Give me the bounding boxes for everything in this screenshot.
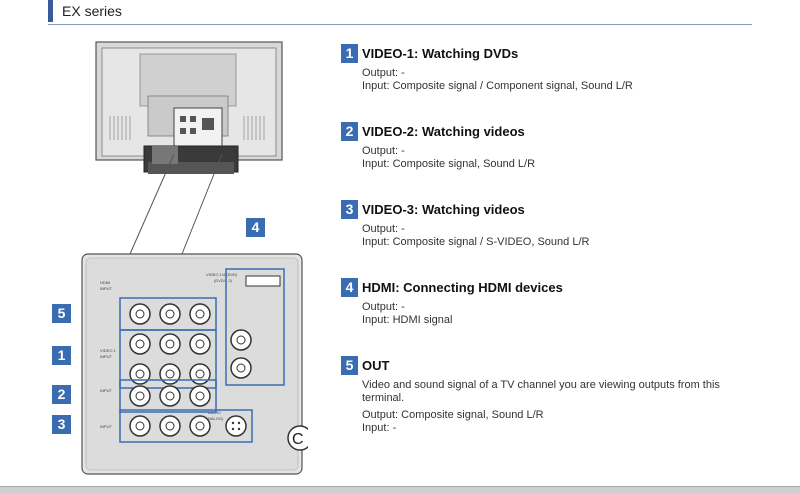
item-output: Output: Composite signal, Sound L/R — [362, 409, 544, 421]
item-output: Output: - — [362, 145, 405, 157]
header-accent-bar — [48, 0, 53, 22]
item-heading: VIDEO-2: Watching videos — [362, 124, 525, 139]
svg-text:VIDEO 1: VIDEO 1 — [100, 348, 117, 353]
callout-badge-3: 3 — [52, 415, 71, 434]
footer-divider — [0, 486, 800, 493]
item-heading: VIDEO-3: Watching videos — [362, 202, 525, 217]
item-input: Input: - — [362, 422, 397, 434]
svg-text:INPUT: INPUT — [100, 354, 113, 359]
item-heading: VIDEO-1: Watching DVDs — [362, 46, 519, 61]
callout-badge-5: 5 — [52, 304, 71, 323]
item-input: Input: Composite signal / Component sign… — [362, 80, 633, 92]
item-number: 3 — [341, 200, 358, 219]
item-number: 5 — [341, 356, 358, 375]
item-body: Video and sound signal of a TV channel y… — [362, 379, 762, 435]
item-number: 1 — [341, 44, 358, 63]
item-body: Output: - Input: Composite signal, Sound… — [362, 145, 762, 171]
item-number: 2 — [341, 122, 358, 141]
item-output: Output: - — [362, 67, 405, 79]
item-output: Output: - — [362, 223, 405, 235]
item-body: Output: - Input: Composite signal / Comp… — [362, 67, 762, 93]
item-heading: OUT — [362, 358, 390, 373]
item-input: Input: Composite signal, Sound L/R — [362, 158, 536, 170]
item-number: 4 — [341, 278, 358, 297]
item-input: Input: Composite signal / S-VIDEO, Sound… — [362, 236, 590, 248]
callout-badge-1: 1 — [52, 346, 71, 365]
callout-badge-4: 4 — [246, 218, 265, 237]
item-output: Output: - — [362, 301, 405, 313]
item-body: Output: - Input: Composite signal / S-VI… — [362, 223, 762, 249]
section-title: EX series — [62, 3, 122, 19]
item-input: Input: HDMI signal — [362, 314, 453, 326]
svg-text:INPUT: INPUT — [100, 388, 113, 393]
svg-text:INPUT: INPUT — [100, 424, 113, 429]
svg-text:C: C — [292, 431, 304, 448]
item-heading: HDMI: Connecting HDMI devices — [362, 280, 563, 295]
svg-text:INPUT: INPUT — [100, 286, 113, 291]
item-body: Output: - Input: HDMI signal — [362, 301, 762, 327]
callout-badge-2: 2 — [52, 385, 71, 404]
svg-text:HDMI: HDMI — [100, 280, 110, 285]
section-header: EX series — [48, 0, 752, 25]
svg-text:VIDEO 1/4 (DVD): VIDEO 1/4 (DVD) — [206, 272, 238, 277]
svg-text:(ANALOG): (ANALOG) — [204, 416, 224, 421]
svg-text:(DVD/1-2): (DVD/1-2) — [214, 278, 233, 283]
item-description: Video and sound signal of a TV channel y… — [362, 379, 720, 404]
